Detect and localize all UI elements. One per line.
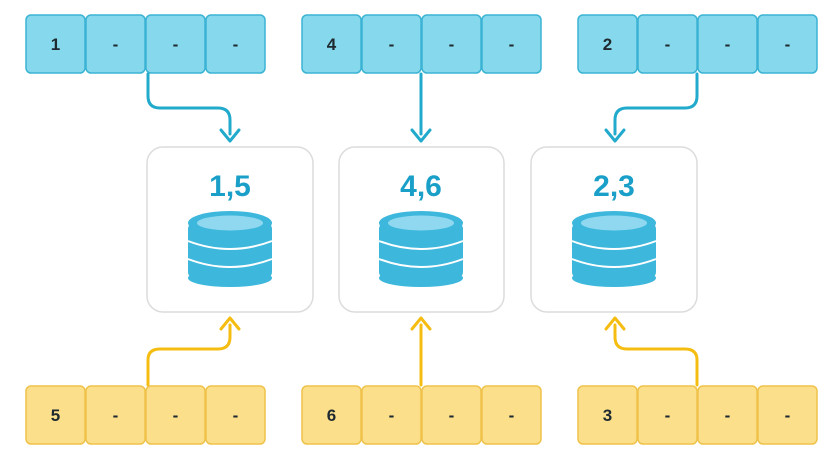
node-label: 4,6 <box>400 170 442 203</box>
queue-cell-text: 3 <box>603 406 612 425</box>
queue-cell <box>577 385 638 445</box>
node-1: 1,5 <box>146 146 314 313</box>
queue-cell <box>25 14 86 74</box>
queue-cell-text: - <box>665 35 671 54</box>
queue-cell-text: - <box>785 406 791 425</box>
queue-cell <box>145 385 206 445</box>
top-queue-2: 4 - - - <box>301 14 542 74</box>
queue-cell <box>25 385 86 445</box>
queue-cell <box>205 14 266 74</box>
queue-cell <box>637 14 698 74</box>
queue-cell-text: - <box>113 35 119 54</box>
queue-cell <box>205 385 266 445</box>
queue-cell-text: - <box>725 35 731 54</box>
queue-cell <box>361 14 422 74</box>
queue-cell <box>577 14 638 74</box>
queue-cell <box>145 14 206 74</box>
queue-cell-text: - <box>389 35 395 54</box>
queue-cell <box>421 14 482 74</box>
database-icon <box>187 211 273 287</box>
queue-cell-text: - <box>665 406 671 425</box>
queue-cell <box>697 14 758 74</box>
top-arrow-3 <box>604 72 699 143</box>
queue-cell <box>361 385 422 445</box>
queue-cell-text: - <box>113 406 119 425</box>
node-label: 1,5 <box>209 170 251 203</box>
bottom-arrow-1 <box>146 316 241 387</box>
queue-cell-text: - <box>449 35 455 54</box>
queue-cell <box>481 385 542 445</box>
queue-cell <box>301 14 362 74</box>
queue-cell-text: 6 <box>327 406 336 425</box>
queue-cell-text: 5 <box>51 406 60 425</box>
top-queue-3: 2 - - - <box>577 14 818 74</box>
queue-cell <box>421 385 482 445</box>
queue-cell <box>697 385 758 445</box>
bottom-queue-2: 6 - - - <box>301 385 542 445</box>
queue-cell <box>757 14 818 74</box>
queue-cell-text: 2 <box>603 35 612 54</box>
bottom-queue-3: 3 - - - <box>577 385 818 445</box>
queue-cell-text: - <box>233 406 239 425</box>
queue-cell-text: - <box>389 406 395 425</box>
queue-cell-text: - <box>233 35 239 54</box>
queue-cell-text: - <box>173 35 179 54</box>
node-label: 2,3 <box>593 170 635 203</box>
queue-cell <box>637 385 698 445</box>
queue-cell <box>85 385 146 445</box>
top-arrow-1 <box>146 72 241 143</box>
queue-cell-text: - <box>509 35 515 54</box>
queue-cell-text: - <box>509 406 515 425</box>
queue-cell-text: 1 <box>51 35 60 54</box>
node-2: 4,6 <box>338 146 505 313</box>
bottom-arrow-3 <box>604 316 699 387</box>
database-icon <box>571 211 657 287</box>
database-icon <box>378 211 464 287</box>
queue-cell-text: - <box>173 406 179 425</box>
top-queue-1: 1 - - - <box>25 14 266 74</box>
bottom-queue-1: 5 - - - <box>25 385 266 445</box>
queue-cell-text: - <box>725 406 731 425</box>
queue-cell-text: 4 <box>327 35 337 54</box>
queue-cell-text: - <box>449 406 455 425</box>
queue-cell <box>301 385 362 445</box>
node-3: 2,3 <box>530 146 698 313</box>
queue-cell <box>757 385 818 445</box>
queue-cell-text: - <box>785 35 791 54</box>
queue-cell <box>481 14 542 74</box>
queue-cell <box>85 14 146 74</box>
top-arrow-2 <box>410 72 432 143</box>
bottom-arrow-2 <box>410 316 432 387</box>
